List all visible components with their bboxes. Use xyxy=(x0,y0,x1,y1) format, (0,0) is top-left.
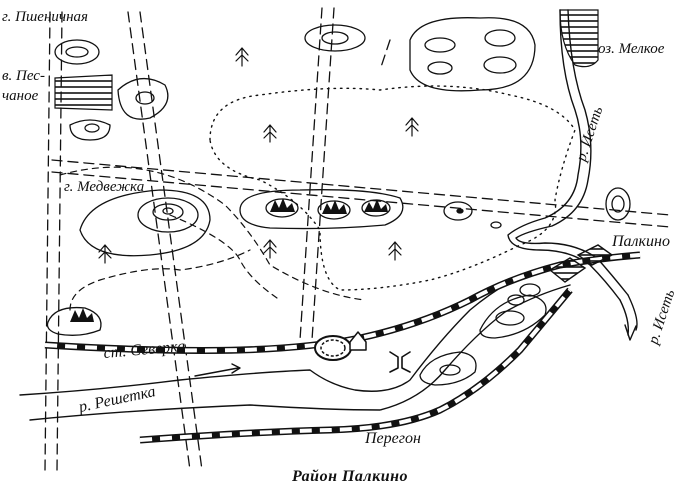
hill-top-center xyxy=(304,24,366,52)
station-severka-hill xyxy=(46,306,102,336)
conifer-symbols xyxy=(98,47,419,264)
village-palkino xyxy=(548,244,614,283)
label-hill-pshenichnaya: г. Пшеничная xyxy=(2,9,88,25)
label-river-iset-south: р. Исеть xyxy=(645,287,678,347)
railway-peregon xyxy=(139,287,573,444)
label-station-severka: ст. Северка xyxy=(103,338,186,362)
label-lake-melkoe: оз. Мелкое xyxy=(598,41,665,57)
map-caption: Район Палкино xyxy=(292,468,408,485)
label-river-iset-north: р. Исеть xyxy=(573,104,606,164)
label-hill-medvezhka: г. Медвежка xyxy=(64,179,144,195)
label-height-peschanoe-line1: в. Пес- xyxy=(2,68,45,84)
bridge-icon xyxy=(389,351,411,373)
label-village-palkino: Палкино xyxy=(611,233,670,250)
station-severka-symbol xyxy=(314,335,352,361)
height-peschanoe xyxy=(54,74,169,141)
forest-symbols xyxy=(70,198,388,322)
label-height-peschanoe-line2: чаное xyxy=(2,88,39,104)
hills-northeast xyxy=(409,17,536,92)
label-peregon: Перегон xyxy=(364,430,421,447)
hill-pshenichnaya-contours xyxy=(54,39,100,65)
lowland-hills xyxy=(419,283,547,386)
forest-hillocks xyxy=(239,187,631,230)
swamp-area xyxy=(209,85,576,291)
hill-medvezhka-contours xyxy=(79,189,211,257)
road-network xyxy=(44,7,671,471)
trails xyxy=(59,166,366,311)
river-iset xyxy=(507,9,638,341)
lake-melkoe xyxy=(559,9,599,68)
house-icon xyxy=(349,331,367,351)
